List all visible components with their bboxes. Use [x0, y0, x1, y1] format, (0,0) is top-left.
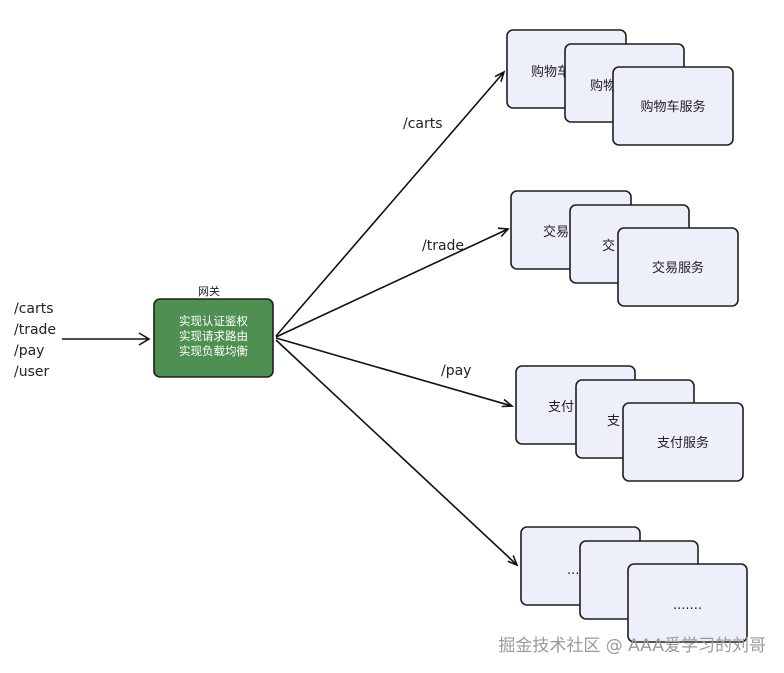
other-service-instance-3 — [627, 563, 748, 643]
route-label-trade: /trade — [422, 238, 464, 254]
trade-service-instance-2-label: 交 — [602, 238, 615, 254]
service-group-other: ... ....... — [520, 526, 748, 643]
trade-service-instance-3 — [617, 227, 739, 307]
watermark: 掘金技术社区 @ AAA爱学习的刘哥 — [498, 636, 766, 656]
route-arrow-trade — [275, 227, 510, 338]
pay-service-label: 支付服务 — [657, 435, 709, 451]
input-path-trade: /trade — [14, 322, 56, 338]
gateway-title: 网关 — [198, 284, 220, 298]
service-group-carts: 购物车 购物 购物车服务 — [506, 29, 734, 146]
cart-service-instance-2-label: 购物 — [590, 78, 616, 94]
gateway-line-routing: 实现请求路由 — [179, 329, 248, 343]
input-path-user: /user — [14, 364, 49, 380]
input-path-carts: /carts — [14, 301, 54, 317]
pay-service-instance-2-label: 支 — [607, 414, 620, 429]
request-paths: /carts /trade /pay /user — [14, 301, 56, 380]
route-label-carts: /carts — [403, 116, 443, 132]
gateway-line-loadbalance: 实现负载均衡 — [179, 344, 248, 358]
gateway-line-auth: 实现认证鉴权 — [179, 314, 248, 328]
gateway-box — [153, 298, 274, 378]
route-arrow-carts — [275, 70, 506, 337]
route-label-pay: /pay — [441, 363, 471, 379]
input-path-pay: /pay — [14, 343, 44, 359]
input-arrow — [62, 332, 151, 346]
route-arrow-other — [275, 339, 519, 567]
service-group-trade: 交易 交 交易服务 — [510, 190, 739, 307]
pay-service-instance-3 — [622, 402, 744, 482]
other-service-instance-2-label: ... — [567, 563, 579, 578]
cart-service-label: 购物车服务 — [640, 99, 705, 115]
other-service-label: ....... — [673, 598, 702, 613]
trade-service-instance-1-label: 交易 — [543, 224, 569, 240]
trade-service-label: 交易服务 — [652, 260, 704, 276]
cart-service-instance-1-label: 购物车 — [531, 64, 570, 80]
service-group-pay: 支付 支 支付服务 — [515, 365, 744, 482]
route-arrow-pay — [275, 337, 515, 408]
pay-service-instance-1-label: 支付 — [548, 400, 574, 415]
cart-service-instance-3 — [612, 66, 734, 146]
